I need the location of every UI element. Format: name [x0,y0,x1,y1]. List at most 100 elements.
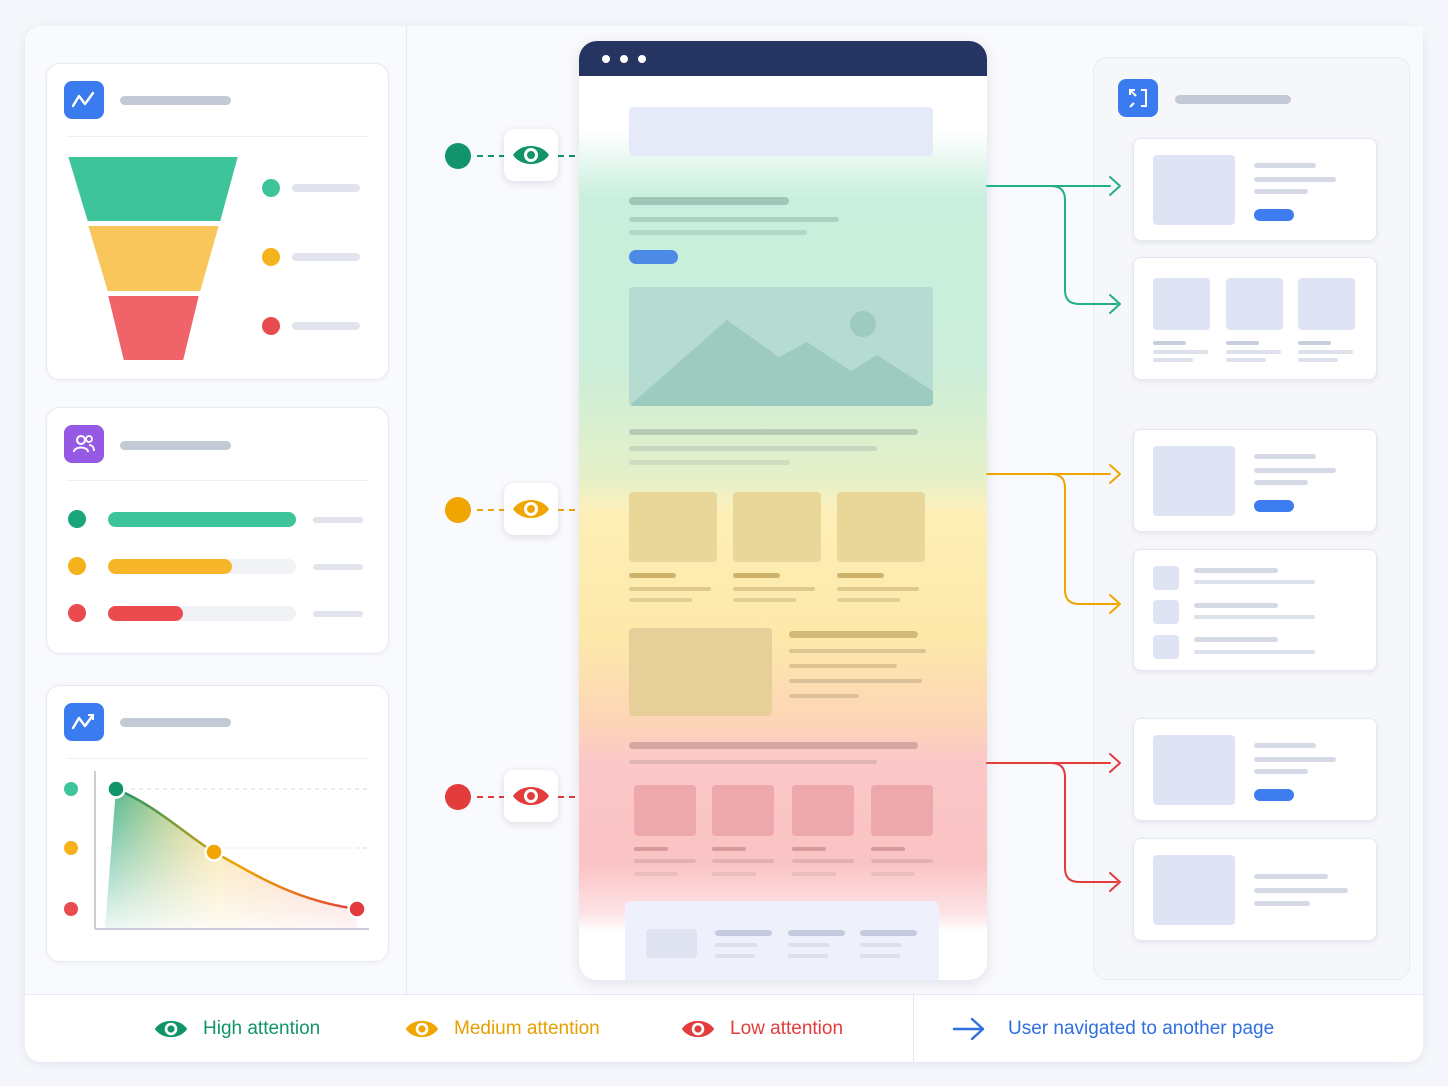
segment-dot-high [68,510,86,528]
thumbnail-placeholder [1153,446,1235,516]
text-line-placeholder [789,664,897,668]
product-tile-placeholder [792,785,854,836]
text-line-placeholder [1194,603,1278,608]
card-divider [67,136,368,137]
panel-title-placeholder [1175,95,1291,104]
segment-dot-low [68,604,86,622]
media-block-placeholder [629,628,772,716]
text-line-placeholder [629,760,877,764]
text-line-placeholder [1226,358,1266,362]
eye-bubble-high [504,129,558,181]
legend-dot-low [262,317,280,335]
list-thumbnail-placeholder [1153,566,1179,590]
heading-placeholder [629,197,789,205]
footer-link-placeholder [715,943,757,947]
text-line-placeholder [1298,350,1353,354]
legend-line-placeholder [292,322,360,330]
caption-placeholder [634,847,668,851]
text-line-placeholder [1254,888,1348,893]
text-line-placeholder [1254,163,1316,168]
caption-placeholder [871,847,905,851]
text-line-placeholder [733,587,815,591]
timeline-node-high [445,143,471,169]
text-line-placeholder [789,679,922,683]
attention-decay-card [46,685,389,962]
card-divider [67,758,368,759]
footer-link-placeholder [860,930,917,936]
eye-icon [405,1020,439,1038]
text-line-placeholder [1194,637,1278,642]
footer-link-placeholder [788,930,845,936]
trend-line-icon [64,703,104,741]
curve-point-medium [204,842,224,862]
button-placeholder [1254,209,1294,221]
thumbnail-placeholder [1153,735,1235,805]
text-line-placeholder [1254,468,1336,473]
text-line-placeholder [1254,177,1336,182]
legend-footer [25,994,1423,1062]
button-placeholder [1254,500,1294,512]
text-line-placeholder [1153,350,1208,354]
text-line-placeholder [629,598,692,602]
webpage-heatmap-browser [579,41,987,980]
page-card-offer [1133,718,1377,821]
segment-value-placeholder [313,517,363,523]
segment-bar-medium [108,559,232,574]
caption-placeholder [733,573,780,578]
thumbnail-placeholder [1153,278,1210,330]
connector-low [986,762,1118,883]
list-thumbnail-placeholder [1153,600,1179,624]
legend-item-navigated: User navigated to another page [952,1012,1274,1046]
segment-value-placeholder [313,611,363,617]
timeline-node-low [445,784,471,810]
thumbnail-placeholder [1226,278,1283,330]
hero-banner-placeholder [629,107,933,156]
caption-placeholder [1153,341,1186,345]
window-dot [602,55,610,63]
text-line-placeholder [1194,615,1315,619]
text-line-placeholder [1194,568,1278,573]
text-line-placeholder [1194,650,1315,654]
text-line-placeholder [1194,580,1315,584]
card-title-placeholder [120,441,231,450]
text-line-placeholder [629,460,790,465]
legend-line-placeholder [292,253,360,261]
heading-placeholder [789,631,918,638]
page-card-list [1133,549,1377,671]
text-line-placeholder [712,859,774,863]
segment-value-placeholder [313,564,363,570]
arrow-right-icon [952,1017,985,1041]
text-line-placeholder [837,587,919,591]
product-tile-placeholder [871,785,933,836]
footer-link-placeholder [860,943,902,947]
eye-icon [513,500,549,518]
legend-dot-medium [262,248,280,266]
eye-icon [154,1020,188,1038]
caption-placeholder [629,573,676,578]
text-line-placeholder [629,217,839,222]
thumbnail-placeholder [1298,278,1355,330]
legend-divider [913,994,914,1062]
connector-medium [986,473,1118,605]
eye-bubble-medium [504,483,558,535]
text-line-placeholder [789,649,926,653]
text-line-placeholder [871,872,915,876]
text-line-placeholder [792,872,836,876]
footer-logo-placeholder [646,929,697,958]
users-icon [64,425,104,463]
text-line-placeholder [1254,454,1316,459]
eye-icon [513,787,549,805]
funnel-segment-high [67,155,241,223]
legend-line-placeholder [292,184,360,192]
text-line-placeholder [1153,358,1193,362]
eye-icon [513,146,549,164]
text-line-placeholder [1298,358,1338,362]
cta-button-placeholder [629,250,678,264]
attention-funnel [67,155,241,362]
footer-link-placeholder [860,954,900,958]
text-line-placeholder [634,859,696,863]
list-thumbnail-placeholder [1153,635,1179,659]
feature-tile-placeholder [837,492,925,562]
curve-point-low [347,899,367,919]
legend-item-medium: Medium attention [404,1012,600,1046]
